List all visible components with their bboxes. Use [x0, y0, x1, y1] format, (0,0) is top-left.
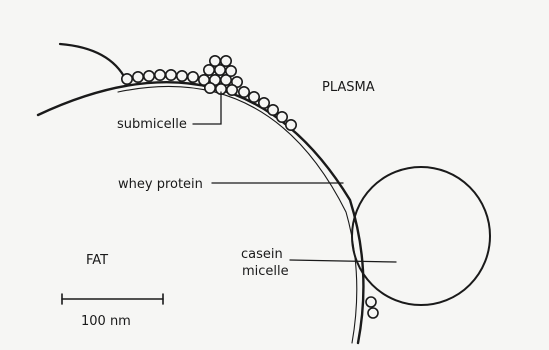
- submicelle-bead: [277, 112, 287, 122]
- submicelle-bead: [144, 71, 154, 81]
- fat-label: FAT: [86, 253, 108, 268]
- casein-label: casein: [241, 247, 283, 262]
- submicelle-bead: [368, 308, 378, 318]
- submicelle-bead: [188, 72, 198, 82]
- submicelle-leader-line: [193, 92, 221, 124]
- whey-protein-label: whey protein: [118, 177, 203, 192]
- submicelle-bead: [268, 105, 278, 115]
- submicelle-bead: [177, 71, 187, 81]
- submicelle-bead: [210, 56, 220, 66]
- submicelle-bead: [226, 66, 236, 76]
- submicelle-bead: [122, 74, 132, 84]
- submicelle-bead: [366, 297, 376, 307]
- submicelle-bead: [239, 87, 249, 97]
- scale-bar: 100 nm: [62, 294, 163, 329]
- submicelle-bead: [221, 56, 231, 66]
- micelle-label: micelle: [242, 264, 289, 279]
- fat-globule-membrane-outer: [38, 82, 363, 343]
- casein-micelle-leader-line: [290, 260, 396, 262]
- submicelle-bead: [227, 85, 237, 95]
- submicelle-label: submicelle: [117, 117, 187, 132]
- submicelle-bead: [205, 83, 215, 93]
- scale-bar-label: 100 nm: [81, 314, 131, 329]
- casein-micelle-circle: [352, 167, 490, 305]
- submicelle-bead: [249, 92, 259, 102]
- submicelle-bead: [155, 70, 165, 80]
- plasma-label: PLASMA: [322, 80, 375, 95]
- submicelle-bead: [286, 120, 296, 130]
- submicelle-bead: [166, 70, 176, 80]
- submicelle-bead: [259, 98, 269, 108]
- submicelle-bead: [133, 72, 143, 82]
- adjacent-fat-globule-arc: [60, 44, 126, 80]
